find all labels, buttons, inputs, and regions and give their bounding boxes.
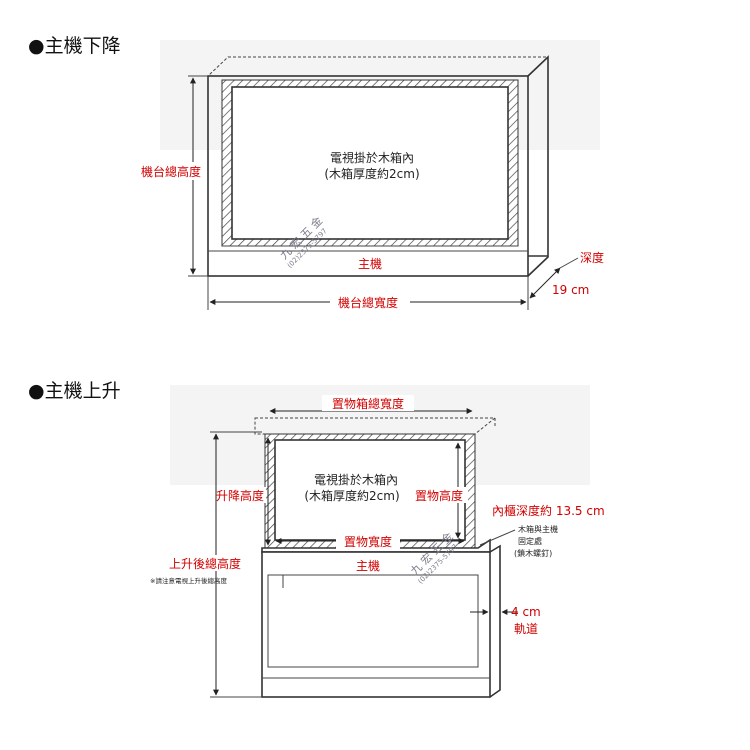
lift-height-label: 升降高度	[216, 488, 264, 503]
cabinet-lower-side	[489, 544, 501, 698]
host-label-raised: 主機	[356, 558, 380, 573]
tv-note-line1: 電視掛於木箱內	[330, 150, 414, 165]
cabinet-side	[527, 55, 549, 277]
depth-label: 深度	[580, 250, 604, 265]
tv-note-raised-line2: (木箱厚度約2cm)	[304, 488, 399, 503]
total-width-label: 機台總寬度	[338, 295, 398, 310]
host-label: 主機	[358, 256, 382, 271]
cabinet-lower	[261, 551, 491, 698]
cabinet-outer	[207, 75, 529, 277]
tv-note-raised-line1: 電視掛於木箱內	[314, 472, 398, 487]
total-height-label: 機台總高度	[141, 164, 201, 179]
tv-note-line2: (木箱厚度約2cm)	[324, 166, 419, 181]
inner-depth-label: 內櫃深度約 13.5 cm	[492, 503, 605, 518]
fixing-line3: (鎖木螺釘)	[514, 548, 552, 558]
section-lowered-title: ●主機下降	[28, 35, 121, 57]
cabinet-lowered	[206, 55, 550, 277]
storage-height-label: 置物高度	[415, 488, 463, 503]
wooden-box-inner	[231, 86, 509, 240]
rail-label: 軌道	[514, 621, 538, 636]
total-height-raised-label: 上升後總高度	[169, 556, 241, 571]
cabinet-lower-inner	[267, 574, 479, 668]
total-height-note: ※請注意電視上升後總高度	[150, 576, 227, 585]
storage-width-label: 置物寬度	[344, 534, 392, 549]
box-total-width-label: 置物箱總寬度	[332, 396, 404, 411]
fixing-line2: 固定處	[518, 536, 542, 546]
cabinet-raised	[254, 417, 501, 698]
depth-dimension	[529, 267, 561, 299]
rail-value: 4 cm	[511, 605, 541, 619]
fixing-line1: 木箱與主機	[518, 524, 558, 534]
depth-value: 19 cm	[552, 283, 589, 297]
section-raised-title: ●主機上升	[28, 380, 121, 402]
